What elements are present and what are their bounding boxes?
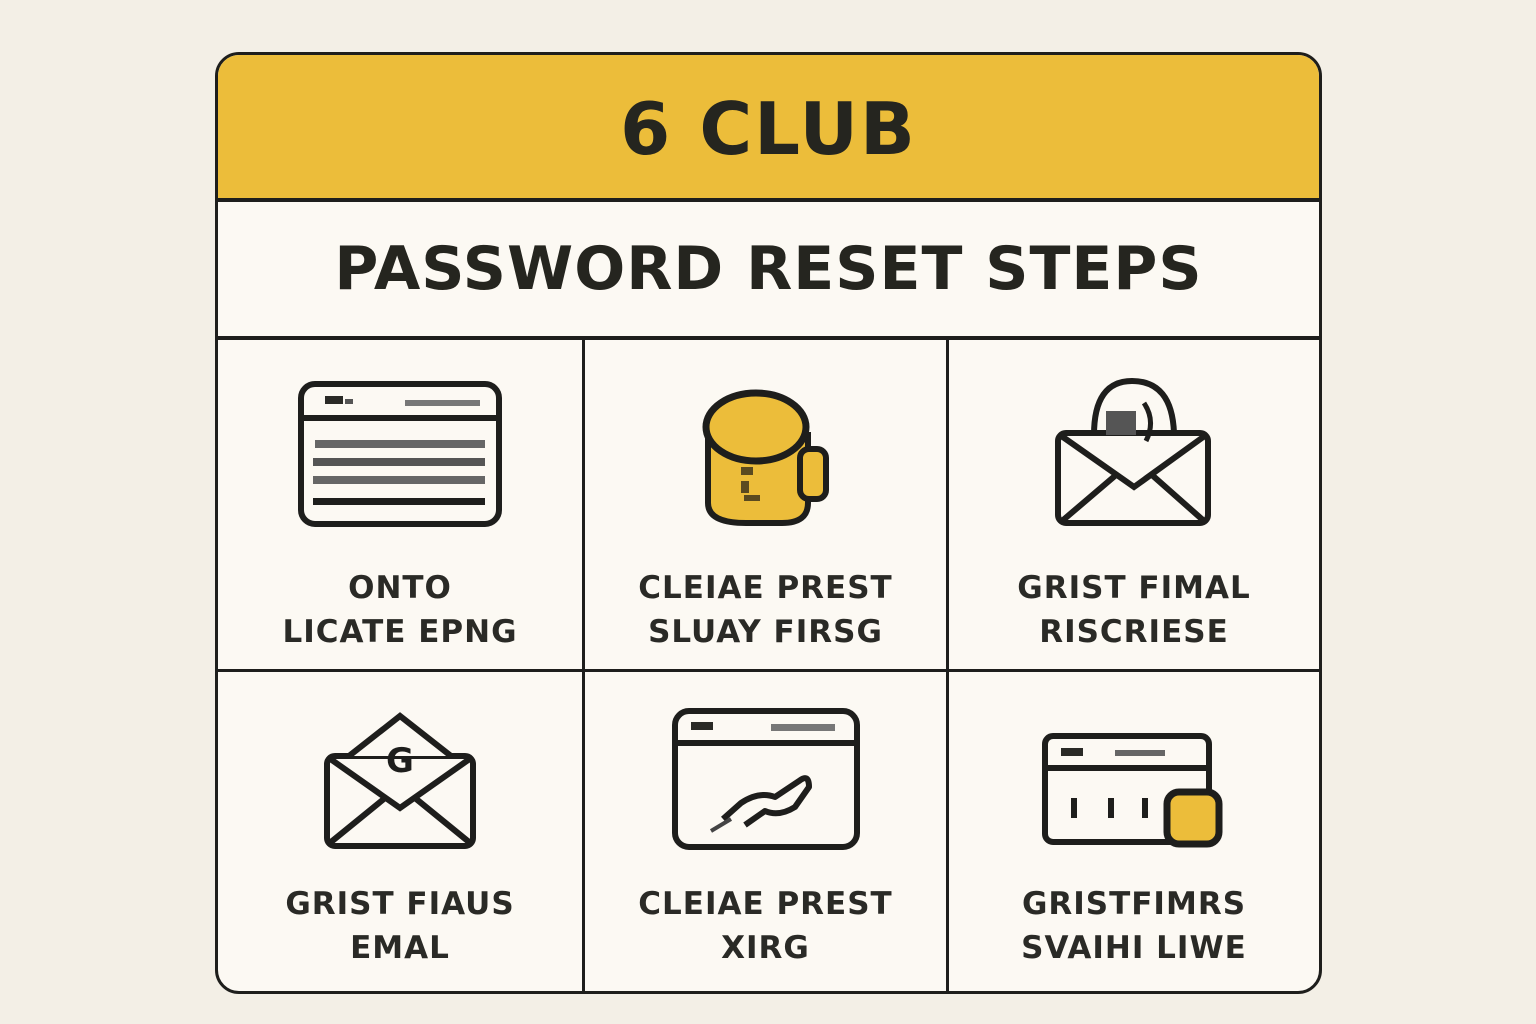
step-label-6: GRISTFIMRS SVAIHI LIWE [1021,886,1247,966]
step-card-5: CLEIAE PREST XIRG [585,672,949,991]
brand-title: 6 CLUB [620,86,917,171]
step-card-1: ONTO LICATE EPNG [218,340,585,672]
svg-text:G: G [386,741,414,781]
password-reset-card: 6 CLUB PASSWORD RESET STEPS [215,52,1322,994]
step-card-6: GRISTFIMRS SVAIHI LIWE [949,672,1319,991]
step-label-4: GRIST FIAUS EMAL [285,886,515,966]
page-title: PASSWORD RESET STEPS [334,234,1203,304]
steps-grid: ONTO LICATE EPNG CLEIAE PREST SLUAY FIRS… [218,340,1319,991]
step-card-2: CLEIAE PREST SLUAY FIRSG [585,340,949,672]
title-row: PASSWORD RESET STEPS [218,202,1319,340]
brand-header: 6 CLUB [218,55,1319,202]
password-field-lock-icon [1042,733,1223,848]
envelope-g-icon: G [323,712,476,849]
step-label-1: ONTO LICATE EPNG [282,570,518,650]
yellow-mug-icon [702,389,829,526]
step-label-5: CLEIAE PREST XIRG [638,886,893,966]
open-envelope-letter-icon [1055,377,1211,526]
step-label-2: CLEIAE PREST SLUAY FIRSG [638,570,893,650]
browser-login-page-icon [298,381,502,527]
step-card-4: G GRIST FIAUS EMAL [218,672,585,991]
step-card-3: GRIST FIMAL RISCRIESE [949,340,1319,672]
step-label-3: GRIST FIMAL RISCRIESE [1017,570,1251,650]
browser-link-icon [671,708,860,850]
